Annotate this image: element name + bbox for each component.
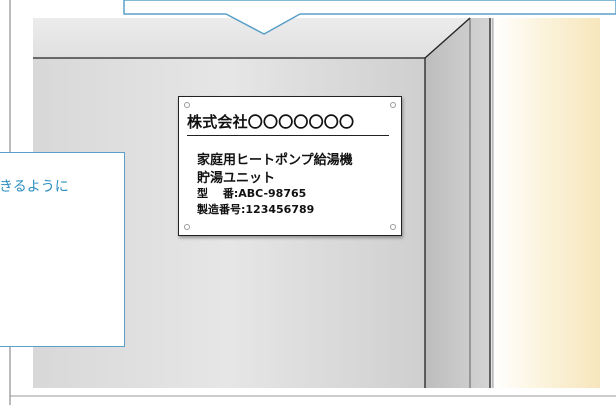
screw-bottom-right bbox=[390, 224, 396, 230]
nameplate-serial: 製造番号:123456789 bbox=[197, 203, 315, 216]
ceiling-band bbox=[33, 18, 470, 58]
left-callout-box: きるように bbox=[0, 152, 125, 347]
nameplate: 株式会社〇〇〇〇〇〇〇 家庭用ヒートポンプ給湯機 貯湯ユニット 型 番:ABC-… bbox=[178, 96, 402, 236]
window-light bbox=[493, 18, 600, 388]
top-callout-pointer bbox=[123, 0, 616, 35]
screw-bottom-left bbox=[184, 224, 190, 230]
nameplate-product: 家庭用ヒートポンプ給湯機 bbox=[197, 153, 353, 168]
callout-text: きるように bbox=[0, 179, 69, 195]
screw-top-right bbox=[390, 102, 396, 108]
nameplate-model: 型 番:ABC-98765 bbox=[197, 187, 307, 200]
nameplate-company: 株式会社〇〇〇〇〇〇〇 bbox=[187, 113, 355, 131]
unit-side-panel bbox=[425, 18, 490, 388]
nameplate-unit: 貯湯ユニット bbox=[197, 171, 276, 186]
screw-top-left bbox=[184, 102, 190, 108]
nameplate-divider bbox=[187, 135, 389, 136]
